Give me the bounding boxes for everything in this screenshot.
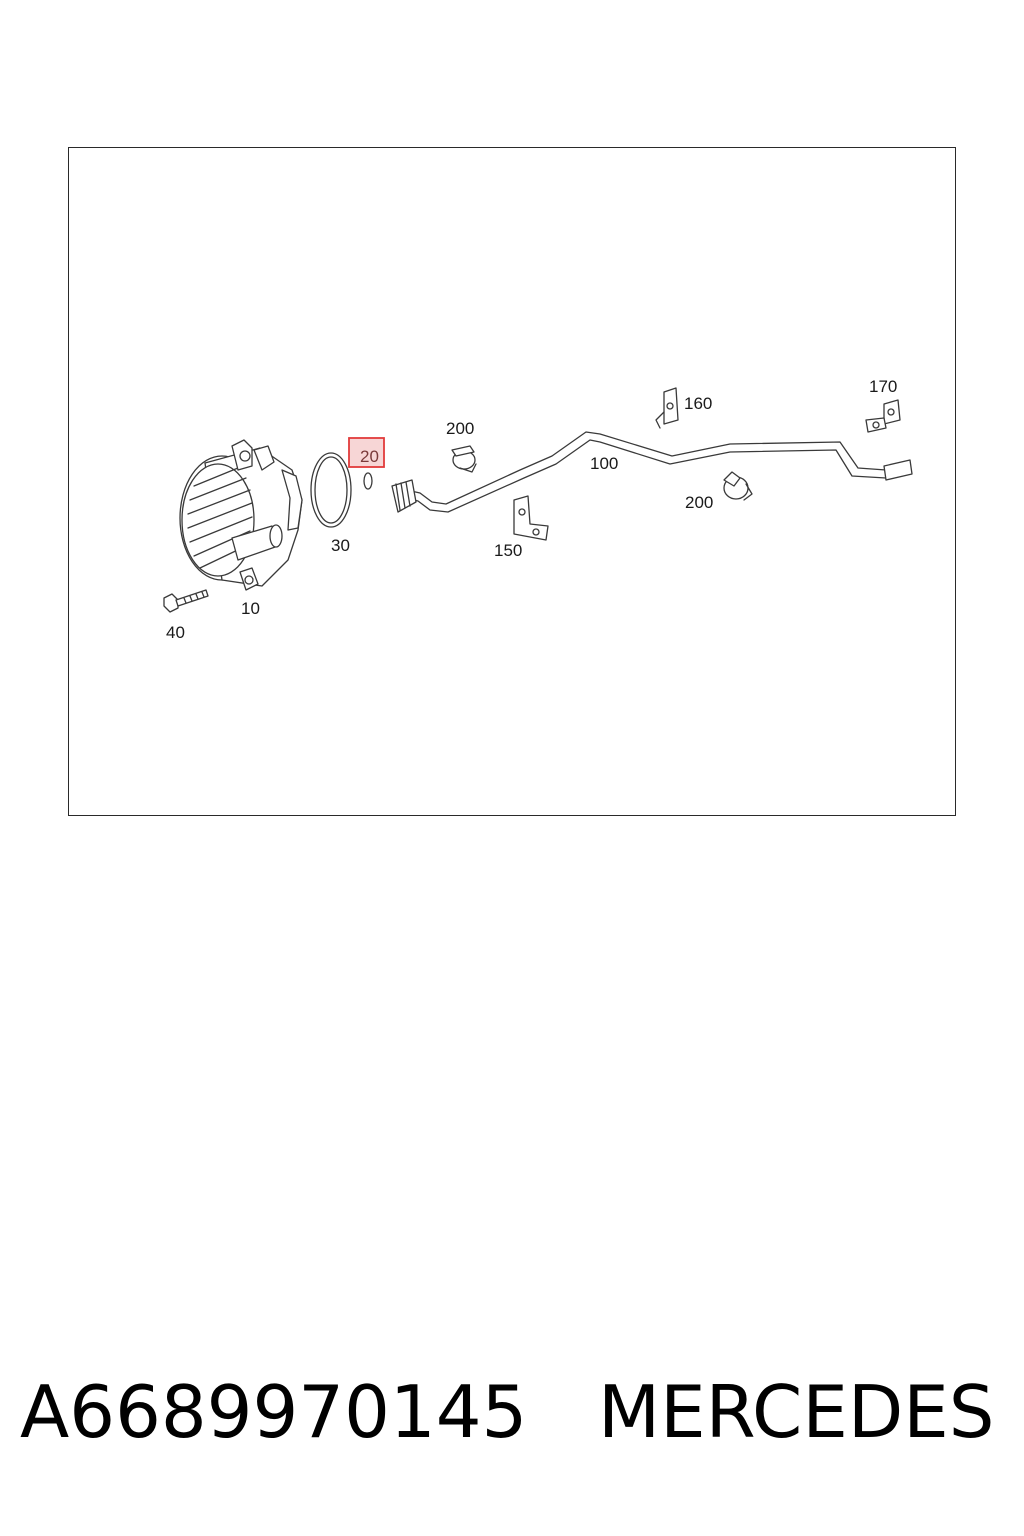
bracket-160[interactable] xyxy=(655,387,679,429)
callout-bracket-170: 170 xyxy=(869,377,897,396)
callout-bracket-150: 150 xyxy=(494,541,522,560)
callout-bracket-160: 160 xyxy=(684,394,712,413)
callout-line: 100 xyxy=(590,454,618,473)
callout-bolt: 40 xyxy=(166,623,185,642)
hose-clamp-right[interactable] xyxy=(723,471,753,501)
vacuum-pump[interactable] xyxy=(179,439,303,591)
callout-clamp-right: 200 xyxy=(685,493,713,512)
footer: A6689970145 MERCEDES xyxy=(0,1370,1024,1480)
callout-seal-large: 30 xyxy=(331,536,350,555)
part-number: A6689970145 xyxy=(20,1370,528,1454)
vacuum-line[interactable] xyxy=(391,431,913,513)
brand-name: MERCEDES xyxy=(598,1370,995,1454)
bolt[interactable] xyxy=(163,589,209,613)
bracket-170[interactable] xyxy=(865,399,901,433)
callout-clamp-left: 200 xyxy=(446,419,474,438)
bracket-150[interactable] xyxy=(513,495,549,541)
hose-clamp-left[interactable] xyxy=(451,445,477,473)
callout-seal-small: 20 xyxy=(360,447,379,466)
callout-highlight-box[interactable] xyxy=(348,437,385,468)
seal-ring-small[interactable] xyxy=(363,472,373,490)
callout-pump: 10 xyxy=(241,599,260,618)
seal-ring-large[interactable] xyxy=(310,452,352,528)
